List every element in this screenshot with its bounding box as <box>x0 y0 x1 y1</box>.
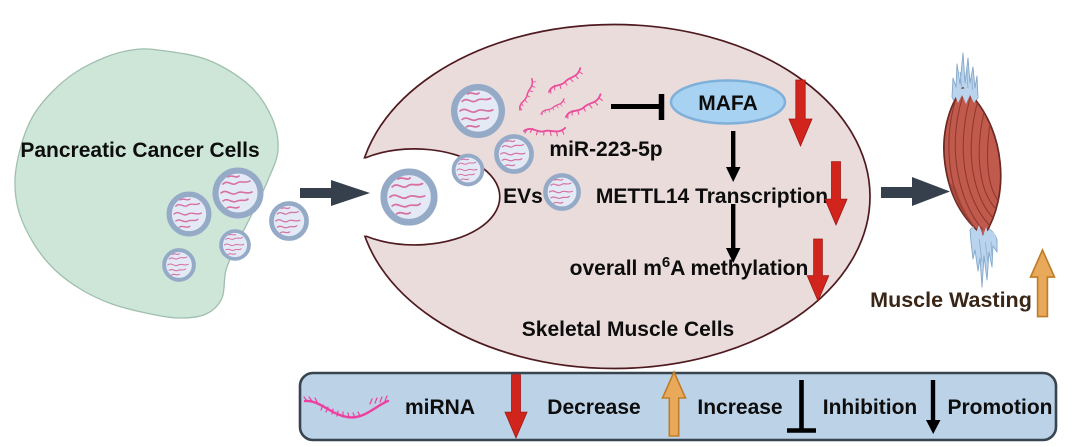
muscle-belly-shadow <box>948 180 984 236</box>
legend-promotion-label: Promotion <box>948 396 1053 419</box>
mirna-223-label: miR-223-5p <box>549 138 662 161</box>
vesicle-internal <box>454 87 502 135</box>
vesicle-internal <box>496 136 531 171</box>
vesicle-released <box>271 203 306 238</box>
effect-arrow <box>881 177 950 206</box>
vesicle <box>216 171 261 216</box>
vesicle <box>169 194 209 234</box>
endocytic-cup-outline <box>364 148 501 246</box>
muscle-myotendinous-bottom <box>971 225 996 243</box>
mafa-label: MAFA <box>698 92 758 115</box>
muscle-wasting-increase-arrow <box>1029 249 1056 318</box>
mirna-squiggle-icon <box>303 395 390 419</box>
mafa-node <box>669 79 787 125</box>
pancreatic-cancer-cell: Pancreatic Cancer Cells <box>14 48 279 319</box>
muscle-striations <box>948 89 1001 236</box>
inhibition-tee <box>611 94 665 120</box>
vesicle-entering <box>451 153 485 187</box>
transfer-arrow <box>300 180 370 206</box>
legend-decrease-label: Decrease <box>547 396 640 419</box>
legend: miRNA Decrease Increase Inhibition Promo… <box>298 371 1058 442</box>
cascade-arrow-2 <box>726 204 741 263</box>
legend-increase-label: Increase <box>697 396 782 419</box>
vesicle-internal <box>545 175 578 208</box>
vesicle <box>219 229 251 261</box>
muscle-wasting-label: Muscle Wasting <box>870 288 1032 312</box>
cancer-cell-body <box>14 48 279 319</box>
legend-inhibition-icon <box>787 380 816 433</box>
skeletal-muscle-cell: miR-223-5p EVs MAFA METTL14 Transcriptio… <box>300 23 871 370</box>
cascade-arrow-1 <box>726 131 741 182</box>
skeletal-muscle-cells-label: Skeletal Muscle Cells <box>522 318 734 341</box>
legend-mirna-label: miRNA <box>405 396 475 419</box>
methylation-label: overall m6A methylation <box>570 254 809 280</box>
vesicle <box>162 248 196 282</box>
evs-label: EVs <box>503 185 543 208</box>
legend-inhibition-label: Inhibition <box>823 396 917 419</box>
legend-promotion-icon <box>926 380 941 434</box>
mettl14-label: METTL14 Transcription <box>596 185 828 208</box>
muscle-myotendinous-top <box>953 88 978 104</box>
vesicle-entering <box>384 172 434 222</box>
muscle-illustration <box>943 52 1002 288</box>
pancreatic-cancer-cells-label: Pancreatic Cancer Cells <box>20 139 259 162</box>
